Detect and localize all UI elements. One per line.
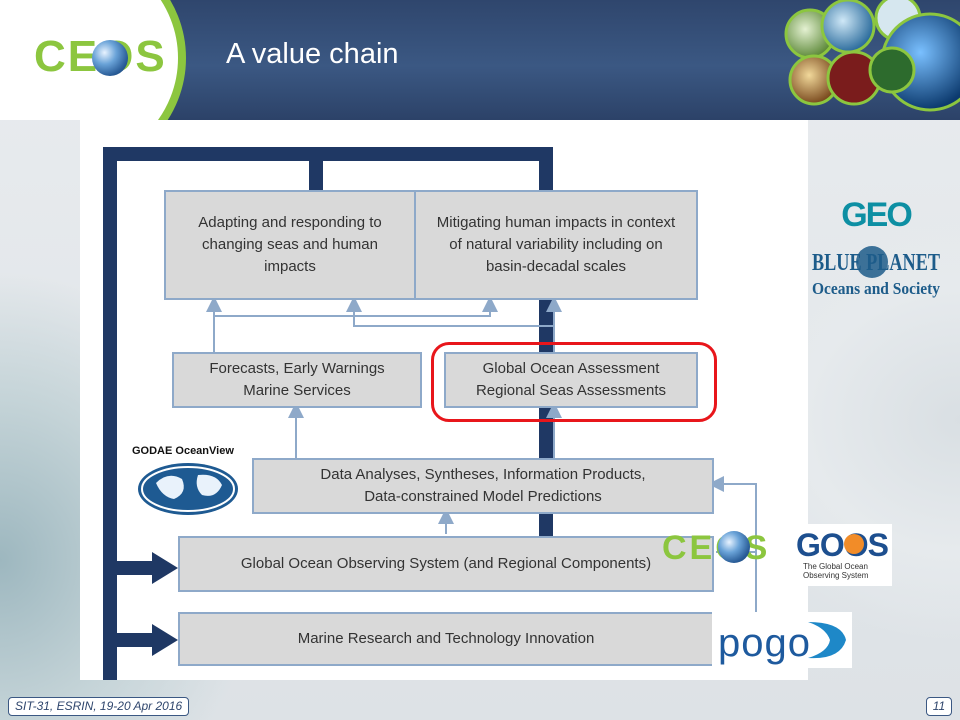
globe-icon [856,246,888,278]
geo-blue-planet-logo: GEO BLUE PLANET Oceans and Society [812,196,940,298]
pogo-logo-text: pogo [718,621,811,665]
goos-logo: GOOS The Global Ocean Observing System [792,524,892,586]
box-adapting: Adapting and responding to changing seas… [164,190,416,300]
frame-connector [103,147,553,680]
box-research: Marine Research and Technology Innovatio… [178,612,714,666]
highlight-outline [431,342,717,422]
box-mitigating: Mitigating human impacts in context of n… [414,190,698,300]
earth-globe-icon [718,531,750,563]
slide-number: 11 [926,697,952,716]
goos-caption-line-1: The Global Ocean [803,562,868,571]
connector-forecasts-to-mitigating [214,296,498,317]
pogo-logo: pogo [712,612,852,668]
ceos-small-logo: CEOS [662,525,784,569]
goos-logo-text: GOOS [796,527,889,563]
box-assessment: Global Ocean Assessment Regional Seas As… [444,352,698,408]
diagram-connectors [103,147,757,680]
pogo-wave-mark [808,622,846,659]
ceos-small-logo-text: CEOS [662,529,771,567]
box-data-analyses: Data Analyses, Syntheses, Information Pr… [252,458,714,514]
connector-assessment-to-adapting [346,296,554,327]
ocean-globe-icon [138,463,238,515]
oceans-society-text: Oceans and Society [812,279,940,298]
box-forecasts: Forecasts, Early Warnings Marine Service… [172,352,422,408]
earth-imagery-collage [784,0,960,112]
diagram-panel: Adapting and responding to changing seas… [80,120,808,680]
godae-logo-text: GODAE OceanView [132,445,234,457]
goos-caption: The Global Ocean Observing System [803,562,868,580]
box-goos: Global Ocean Observing System (and Regio… [178,536,714,592]
slide-header: CEOS A value chain [0,0,960,120]
connector-right-loop [708,476,757,620]
goos-logo-mark: GOOS [796,527,890,563]
frame-arrowhead-research [152,624,178,656]
slide-title: A value chain [226,38,399,70]
goos-caption-line-2: Observing System [803,571,869,580]
geo-logo-text: GEO [841,196,912,234]
footer-event-label: SIT-31, ESRIN, 19-20 Apr 2016 [8,697,190,716]
godae-oceanview-logo: GODAE OceanView [128,443,252,521]
earth-globe-icon [92,40,128,76]
frame-arrowhead-goos [152,552,178,584]
